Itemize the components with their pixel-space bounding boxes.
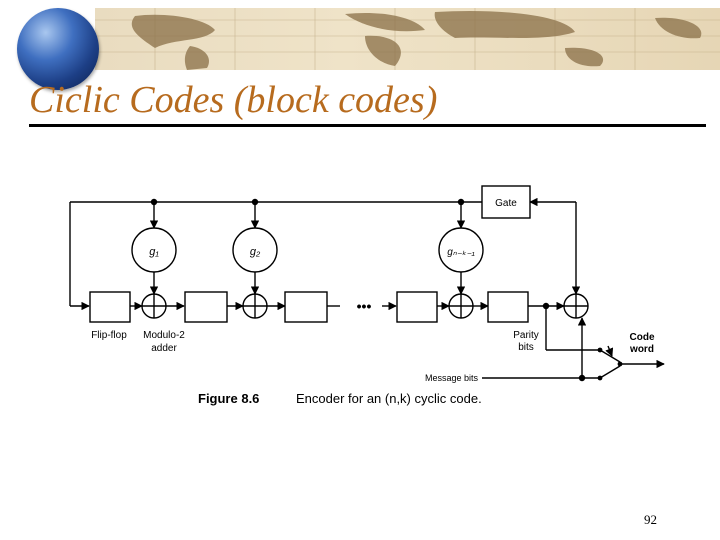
parity-label-line1: Parity: [513, 330, 539, 341]
register-ellipsis: •••: [357, 298, 372, 314]
svg-text:g₁: g₁: [149, 246, 159, 258]
adder-3: [448, 293, 474, 319]
flip-flop-3: [284, 291, 328, 323]
adder-2: [242, 293, 268, 319]
multiplier-g2: g₂: [232, 227, 278, 273]
flip-flop-1: [89, 291, 131, 323]
multiplier-gnk1: gₙ₋ₖ₋₁: [438, 227, 484, 273]
svg-text:g₂: g₂: [250, 246, 261, 258]
flipflop-label: Flip-flop: [91, 330, 127, 341]
svg-text:gₙ₋ₖ₋₁: gₙ₋ₖ₋₁: [447, 247, 475, 258]
globe-logo: [17, 8, 99, 90]
flip-flop-4: [396, 291, 438, 323]
adders: [141, 293, 589, 319]
world-map-banner: [95, 8, 720, 70]
message-bits-label: Message bits: [425, 373, 479, 383]
adder-label-line2: adder: [151, 343, 177, 354]
figure-caption-text: Encoder for an (n,k) cyclic code.: [296, 391, 482, 406]
svg-text:Gate: Gate: [495, 198, 517, 209]
flip-flop-2: [184, 291, 228, 323]
page-number: 92: [644, 512, 657, 527]
codeword-label-line1: Code: [630, 332, 655, 343]
slide-title: Ciclic Codes (block codes): [29, 79, 438, 121]
gate-box: Gate: [481, 185, 531, 219]
flip-flop-5: [487, 291, 529, 323]
figure-caption-number: Figure 8.6: [198, 391, 259, 406]
encoder-figure: g₁ g₂ gₙ₋ₖ₋₁ Gate ••• Flip-flop Modulo-2…: [69, 185, 665, 406]
adder-label-line1: Modulo-2: [143, 330, 185, 341]
parity-label-line2: bits: [518, 342, 534, 353]
title-underline: [29, 124, 706, 127]
adder-1: [141, 293, 167, 319]
codeword-label-line2: word: [629, 344, 654, 355]
adder-4: [563, 293, 589, 319]
multiplier-g1: g₁: [131, 227, 177, 273]
